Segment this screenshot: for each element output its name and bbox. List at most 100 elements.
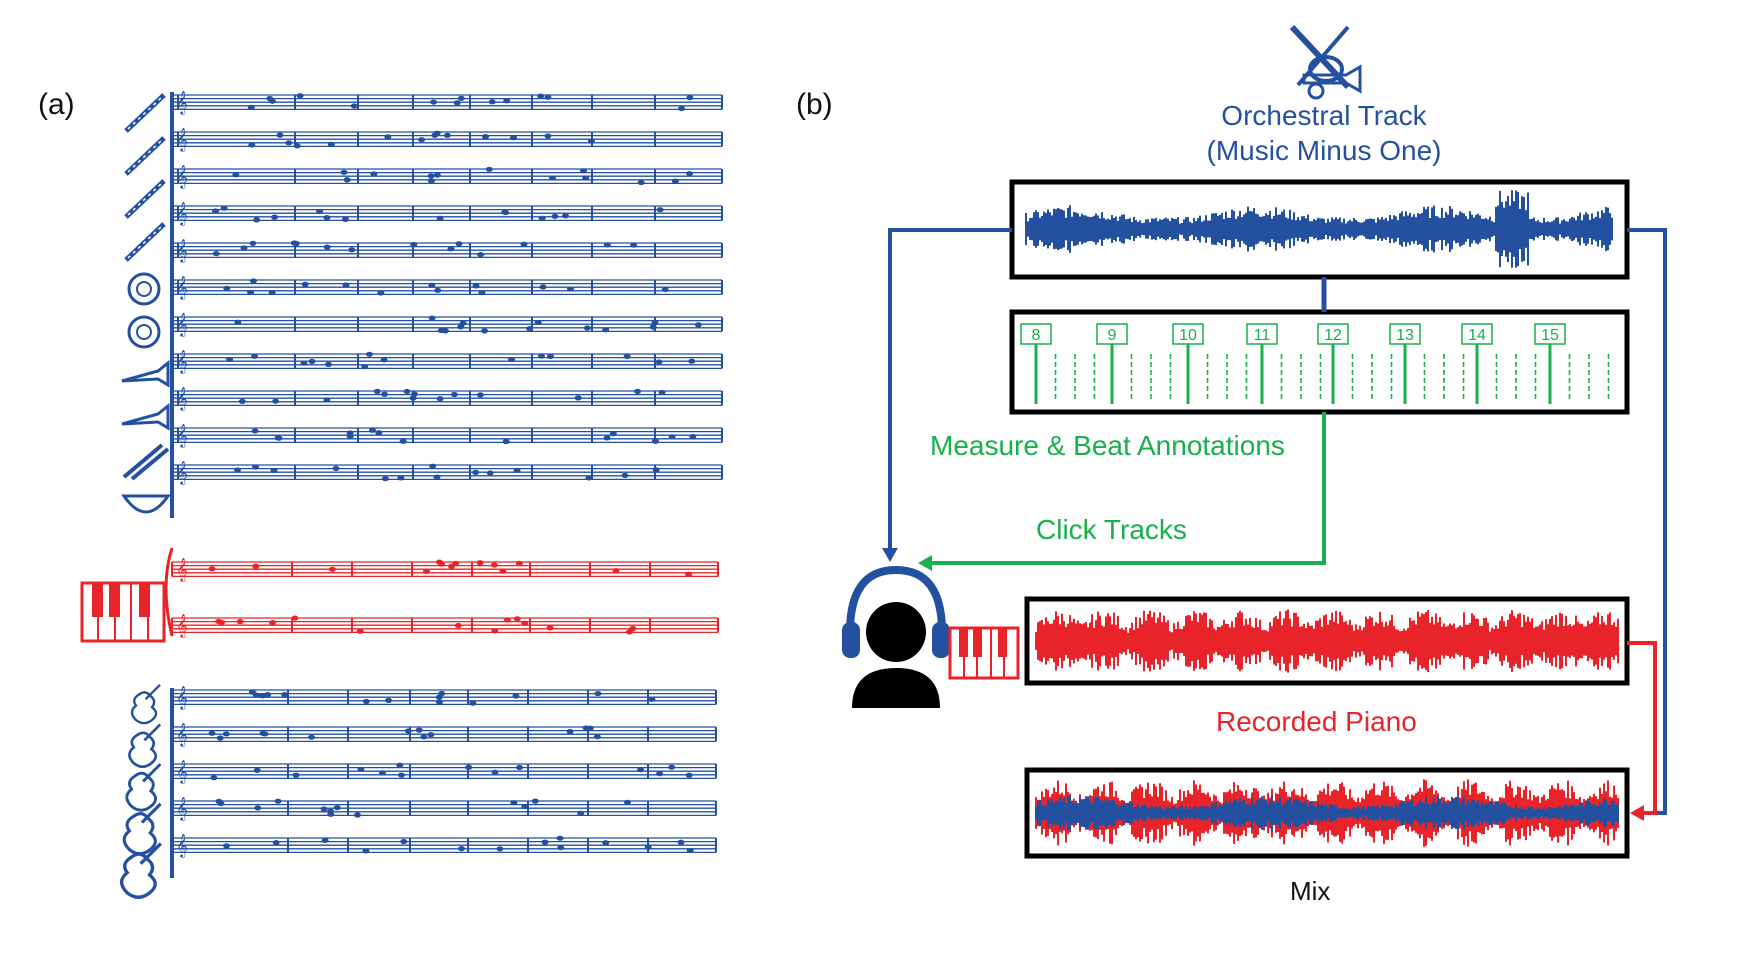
oboe-icon bbox=[124, 136, 166, 176]
recorded-piano-label: Recorded Piano bbox=[1216, 706, 1417, 737]
note bbox=[621, 472, 629, 479]
svg-text:𝄞: 𝄞 bbox=[176, 386, 188, 411]
note bbox=[377, 290, 385, 296]
svg-text:𝄞: 𝄞 bbox=[176, 349, 188, 374]
note bbox=[233, 467, 241, 473]
note bbox=[435, 559, 443, 565]
note bbox=[593, 734, 601, 740]
staff: 𝄞 bbox=[171, 759, 717, 784]
horn-icon bbox=[127, 272, 161, 306]
note bbox=[629, 625, 637, 632]
note bbox=[210, 775, 218, 781]
svg-text:𝄞: 𝄞 bbox=[176, 833, 188, 858]
note bbox=[362, 698, 370, 705]
svg-text:𝄞: 𝄞 bbox=[176, 164, 188, 189]
note bbox=[472, 469, 480, 475]
piano-to-mix-arrow bbox=[1627, 641, 1657, 815]
note bbox=[476, 560, 484, 566]
note bbox=[686, 95, 694, 101]
svg-text:𝄞: 𝄞 bbox=[176, 557, 188, 582]
measure-marker: 14 bbox=[1461, 323, 1493, 404]
note bbox=[252, 464, 260, 470]
note bbox=[526, 326, 534, 332]
note bbox=[428, 315, 436, 321]
note bbox=[656, 771, 664, 777]
note bbox=[420, 734, 428, 740]
measure-number: 13 bbox=[1396, 327, 1414, 344]
note bbox=[258, 693, 266, 699]
panel-b-label: (b) bbox=[796, 88, 833, 121]
note bbox=[433, 172, 441, 178]
note bbox=[544, 133, 552, 139]
staff: 𝄞 bbox=[172, 423, 723, 448]
note bbox=[274, 435, 282, 441]
note bbox=[490, 562, 498, 568]
note bbox=[577, 810, 585, 816]
note bbox=[248, 142, 256, 148]
measure-marker: 10 bbox=[1172, 323, 1204, 404]
note bbox=[380, 357, 388, 363]
note bbox=[301, 281, 309, 287]
note bbox=[308, 358, 316, 364]
note bbox=[520, 241, 528, 247]
staff: 𝄞 bbox=[172, 386, 723, 411]
note bbox=[264, 691, 272, 698]
arrow-head bbox=[1630, 805, 1644, 821]
note bbox=[342, 282, 350, 288]
arrow-head bbox=[918, 555, 932, 571]
note bbox=[668, 434, 676, 440]
note bbox=[453, 100, 461, 106]
note bbox=[361, 364, 369, 370]
note bbox=[276, 132, 284, 138]
note bbox=[441, 328, 449, 334]
note bbox=[271, 214, 279, 220]
note bbox=[308, 734, 316, 740]
note bbox=[222, 731, 230, 737]
note bbox=[316, 208, 324, 215]
orchestral-to-listener-arrow bbox=[888, 228, 1012, 550]
trumpet-icon bbox=[121, 359, 170, 388]
measure-marker: 9 bbox=[1096, 323, 1128, 404]
note bbox=[457, 846, 465, 852]
note bbox=[637, 767, 645, 773]
note bbox=[385, 697, 393, 703]
orchestral-waveform bbox=[1025, 190, 1613, 268]
note bbox=[300, 360, 308, 366]
note bbox=[350, 103, 358, 109]
note bbox=[566, 728, 574, 735]
note bbox=[404, 728, 412, 734]
note bbox=[648, 696, 656, 703]
svg-text:𝄞: 𝄞 bbox=[176, 685, 188, 710]
note bbox=[269, 619, 277, 626]
piano-staves: 𝄞𝄞 bbox=[164, 547, 719, 638]
note bbox=[254, 805, 262, 811]
note bbox=[516, 764, 524, 771]
note bbox=[472, 283, 480, 289]
note bbox=[362, 848, 370, 854]
note bbox=[220, 205, 228, 211]
note bbox=[686, 847, 694, 854]
note bbox=[427, 732, 435, 738]
note bbox=[630, 242, 638, 248]
note bbox=[586, 725, 594, 731]
note bbox=[418, 137, 426, 143]
note bbox=[434, 287, 442, 293]
note bbox=[274, 798, 282, 804]
note bbox=[340, 169, 348, 175]
note bbox=[249, 278, 257, 284]
note bbox=[544, 94, 552, 100]
note bbox=[427, 173, 435, 179]
note bbox=[551, 213, 559, 219]
note bbox=[403, 388, 411, 395]
note bbox=[236, 618, 244, 625]
measure-number: 8 bbox=[1032, 327, 1041, 344]
note bbox=[537, 93, 545, 99]
timpani-icon bbox=[121, 494, 171, 514]
svg-text:𝄞: 𝄞 bbox=[176, 201, 188, 226]
note bbox=[430, 99, 438, 105]
recorded-piano-waveform bbox=[1035, 609, 1619, 673]
svg-text:𝄞: 𝄞 bbox=[176, 127, 188, 152]
note bbox=[415, 727, 423, 733]
staff: 𝄞 bbox=[172, 90, 723, 115]
note bbox=[655, 359, 663, 365]
